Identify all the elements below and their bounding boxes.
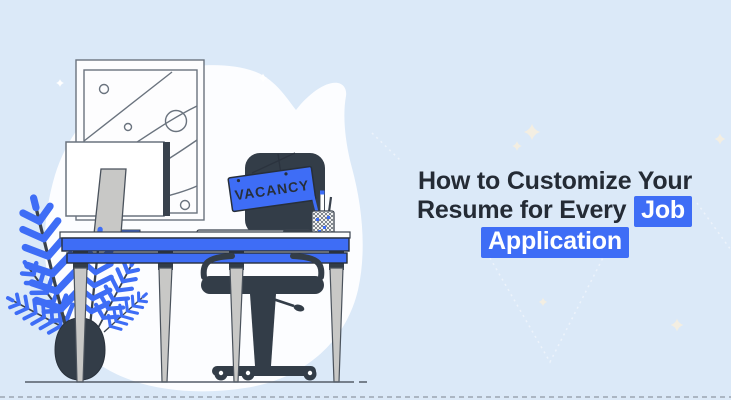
- sparkle-icon: [512, 141, 522, 151]
- chair-column: [250, 294, 276, 366]
- pen-holder: [311, 190, 335, 239]
- headline: How to Customize Your Resume for Every J…: [390, 167, 720, 258]
- vacancy-sign: VACANCY: [227, 165, 317, 213]
- sparkle-icon: [56, 79, 64, 87]
- desk-fascia: [61, 237, 350, 252]
- headline-highlight-application: Application: [481, 227, 629, 258]
- sparkle-icon: [714, 133, 726, 145]
- office-chair-back: VACANCY: [227, 152, 325, 235]
- desk: [59, 231, 351, 270]
- decorative-dashed-lines: [371, 132, 731, 364]
- monitor: [65, 141, 170, 237]
- pencil: [327, 196, 333, 213]
- headline-highlight-job: Job: [634, 196, 692, 227]
- sparkle-icon: [523, 123, 541, 141]
- chair-lever: [272, 297, 295, 308]
- chair-wheelbase: [212, 366, 316, 376]
- sparkle-icon: [670, 318, 684, 332]
- monitor-edge: [163, 142, 170, 216]
- chair-wheels: [214, 367, 317, 381]
- chair-seat: [201, 276, 324, 294]
- sparkle-icon: [538, 297, 548, 307]
- headline-prefix: How to Customize Your Resume for Every: [416, 167, 693, 224]
- pen: [319, 193, 325, 213]
- desk-top: [59, 231, 351, 239]
- chair-armrest: [290, 253, 325, 280]
- chair-armrest: [200, 253, 235, 280]
- pen: [311, 195, 319, 213]
